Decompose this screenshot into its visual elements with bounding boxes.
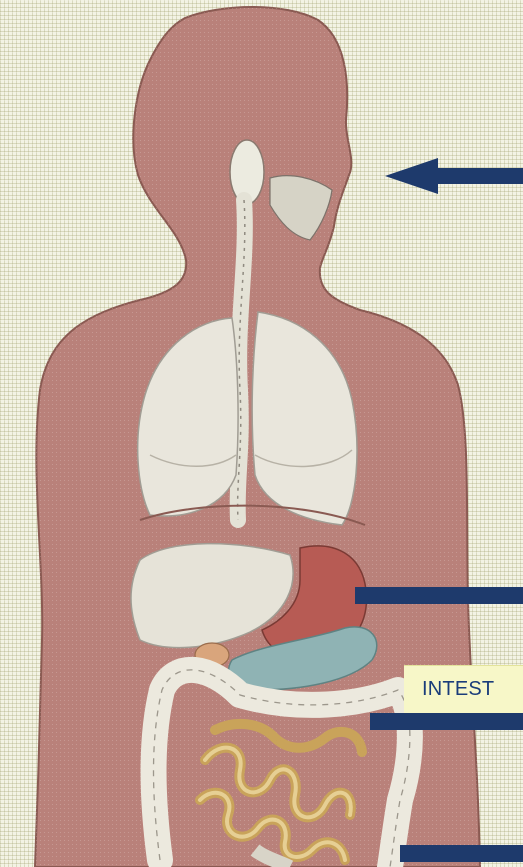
stomach-pointer-line [355, 587, 523, 604]
rectum-pointer-line [400, 845, 523, 862]
intestine-pointer-line [370, 713, 523, 730]
arrow-left-icon [385, 158, 523, 194]
intestine-label-box: INTEST [404, 665, 523, 713]
intestine-label: INTEST [422, 678, 494, 701]
